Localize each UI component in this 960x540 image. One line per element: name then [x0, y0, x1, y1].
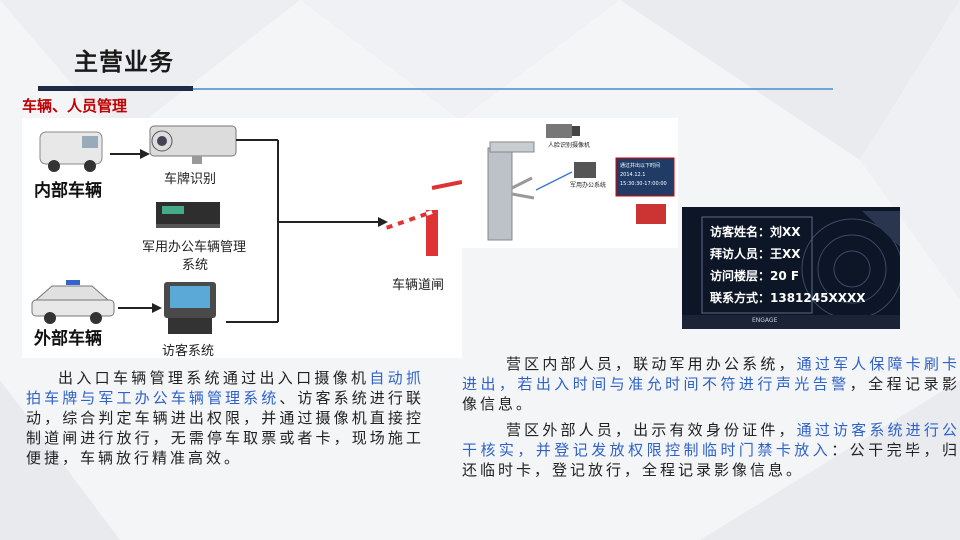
plate-recognition-label: 车牌识别: [164, 172, 217, 187]
office-system-icon: [574, 162, 596, 178]
right1-highlight: 通过军人保障卡刷卡进出，若出入时间与准允时间不符进行声光告警: [462, 355, 960, 393]
office-system-label: 军用办公系统: [570, 182, 607, 189]
right-paragraph-1: 营区内部人员，联动军用办公系统，通过军人保障卡刷卡进出，若出入时间与准允时间不符…: [462, 354, 960, 414]
mil-vehicle-system-label-1: 军用办公车辆管理: [142, 240, 247, 255]
face-camera-icon: [546, 124, 580, 138]
internal-vehicle-label: 内部车辆: [34, 181, 102, 201]
page-title: 主营业务: [74, 48, 174, 76]
visitor-system-label: 访客系统: [162, 344, 215, 359]
face-camera-label: 人脸识别摄像机: [548, 142, 591, 149]
title-underline-dark: [38, 86, 193, 91]
right-paragraph-2: 营区外部人员，出示有效身份证件，通过访客系统进行公干核实，并登记发放权限控制临时…: [462, 420, 960, 480]
turnstile-photo: 人脸识别摄像机 军用办公系统 通过并出以下时间 2014.12.1 15:30:…: [462, 118, 678, 248]
kiosk-icon: [164, 282, 216, 334]
van-icon: [39, 131, 103, 172]
left-paragraph: 出入口车辆管理系统通过出入口摄像机自动抓拍车牌与军工办公车辆管理系统、访客系统进…: [26, 368, 424, 468]
right1-p1: 营区内部人员，联动军用办公系统，: [506, 355, 797, 373]
title-underline-blue: [193, 88, 833, 90]
visitor-display: 访客姓名：刘XX 拜访人员：王XX 访问楼层：20 F 联系方式：1381245…: [682, 207, 900, 329]
mil-vehicle-system-label-2: 系统: [182, 258, 209, 273]
visitor-footer: ENGAGE: [752, 317, 778, 324]
visitor-contact-line: 联系方式：1381245XXXX: [710, 291, 866, 305]
police-car-icon: [31, 280, 115, 324]
result-screen-icon: [615, 157, 675, 224]
gate-icon: [385, 180, 462, 256]
right1-p2: ，全程记录影像信息。: [462, 375, 960, 413]
diagram-graphics: [31, 125, 462, 334]
turnstile-graphics: [487, 124, 675, 241]
screen-text-2: 2014.12.1: [620, 172, 646, 178]
visitor-name-line: 访客姓名：刘XX: [710, 225, 801, 239]
turnstile-icon: [487, 141, 535, 241]
camera-icon: [149, 125, 237, 164]
vehicle-flow-diagram: 内部车辆 外部车辆 车牌识别 军用办公车辆管理 系统 访客系统 车辆道闸: [22, 118, 462, 359]
screen-text-1: 通过并出以下时间: [620, 163, 661, 169]
screen-text-3: 15:30:30-17:00:00: [620, 181, 667, 187]
external-vehicle-label: 外部车辆: [34, 329, 102, 349]
visitor-display-graphics: [682, 207, 900, 329]
visitor-host-line: 拜访人员：王XX: [710, 247, 801, 261]
section-heading: 车辆、人员管理: [22, 97, 128, 115]
right2-p1: 营区外部人员，出示有效身份证件，: [506, 421, 797, 439]
vehicle-gate-label: 车辆道闸: [392, 278, 445, 293]
left-p1: 出入口车辆管理系统通过出入口摄像机: [58, 369, 370, 387]
left-highlight: 自动抓拍车牌与军工办公车辆管理系统: [26, 369, 424, 407]
server-icon: [156, 202, 220, 228]
left-p2: 、访客系统进行联动，综合判定车辆进出权限，并通过摄像机直接控制道闸进行放行，无需…: [26, 389, 424, 467]
visitor-floor-line: 访问楼层：20 F: [710, 269, 800, 283]
right2-p2: ：公干完毕，归还临时卡，登记放行，全程记录影像信息。: [462, 441, 960, 479]
right2-highlight: 通过访客系统进行公干核实，并登记发放权限控制临时门禁卡放入: [462, 421, 960, 459]
